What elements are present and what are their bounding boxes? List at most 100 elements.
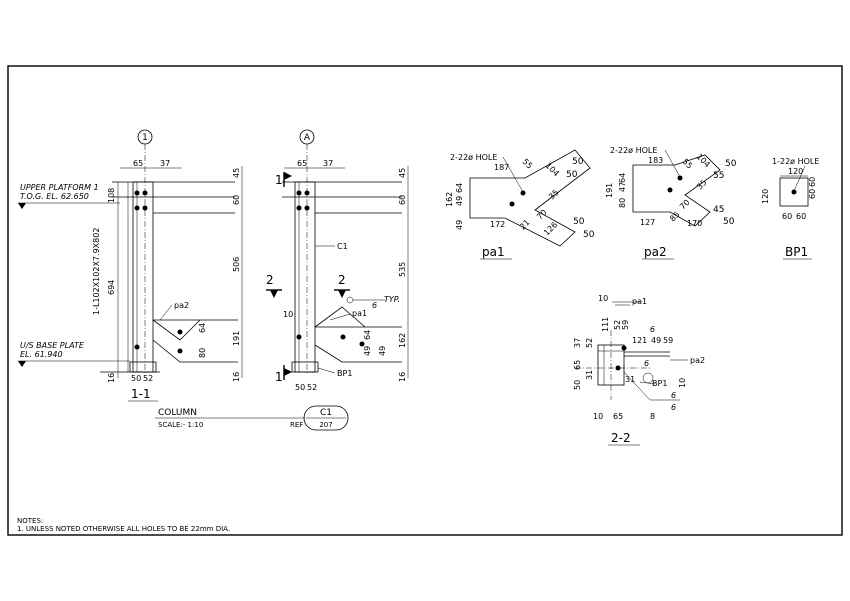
dim-text: 21 — [518, 218, 532, 232]
grid-bubble-a-label: A — [304, 133, 311, 143]
dim-text: 506 — [232, 257, 241, 272]
dim-text: 10 — [598, 294, 608, 303]
dim-text: 535 — [398, 262, 407, 277]
bp1-title: BP1 — [785, 245, 808, 259]
dim-text: 8 — [650, 412, 655, 421]
dim-text: 183 — [648, 156, 663, 165]
grid-bubble-1-label: 1 — [142, 133, 148, 143]
dim-text: 52 — [307, 383, 317, 392]
bolt — [615, 365, 621, 371]
section-mark: 1 — [275, 370, 283, 384]
ref-label: REF — [290, 421, 303, 429]
section-arrow-icon — [270, 290, 278, 298]
ref-bubble — [303, 405, 349, 431]
weld-symbol-icon — [346, 296, 354, 304]
elevation-a: A C1 pa1 6 TYP. 64 49 49 BP1 10 — [266, 129, 409, 392]
bolt — [359, 341, 365, 347]
bolt — [142, 190, 148, 196]
section-title: 2-2 — [611, 431, 631, 445]
dim-text: 49 — [363, 346, 372, 356]
dim-text: 52 — [143, 374, 153, 383]
bolt — [621, 345, 627, 351]
dim-text: 49 — [651, 336, 661, 345]
bolt-hole — [677, 175, 683, 181]
weld-leader — [623, 371, 651, 401]
level-triangle-icon — [18, 203, 26, 209]
gusset-bottom — [314, 344, 402, 363]
label-bp1: BP1 — [652, 379, 667, 388]
section-mark: 2 — [338, 273, 346, 287]
leader — [159, 304, 173, 321]
dim-text: 64 — [363, 330, 372, 340]
ref-mark: C1 — [320, 408, 332, 418]
weld-size: 6 — [372, 301, 377, 310]
dim-text: 187 — [494, 163, 509, 172]
leader — [502, 156, 524, 193]
dim-text: 172 — [490, 220, 505, 229]
dim-text: 50 — [583, 230, 595, 240]
leader — [639, 381, 656, 385]
title-block: COLUMN SCALE:- 1:10 C1 207 REF — [155, 405, 349, 431]
dim-text: 37 — [323, 159, 333, 168]
dim-text: 64 — [455, 183, 464, 193]
dim-text: 59 — [621, 320, 630, 330]
pa1-title: pa1 — [482, 245, 505, 259]
dim-text: 80 — [198, 348, 207, 358]
dim-text: 31 — [625, 375, 635, 384]
dim-text: 65 — [573, 360, 582, 370]
dim-text: 47 — [618, 182, 627, 192]
bolt-hole — [667, 187, 673, 193]
dim-text: 65 — [613, 412, 623, 421]
bp1-outline — [779, 177, 809, 207]
dim-text: 50 — [573, 217, 585, 227]
dim-text: 191 — [232, 331, 241, 346]
pa1-outline — [469, 149, 591, 247]
section-title: 1-1 — [131, 387, 151, 401]
bolt — [134, 190, 140, 196]
level-markers: UPPER PLATFORM 1 T.O.G. EL. 62.650 U/S B… — [18, 183, 130, 367]
dim-text: 60 — [398, 195, 407, 205]
pa2-outline — [632, 154, 721, 227]
bolt — [296, 190, 302, 196]
dim-text: 64 — [198, 323, 207, 333]
dim-text: 37 — [160, 159, 170, 168]
weld-size: 6 — [671, 391, 676, 400]
gusset-edge — [314, 306, 366, 328]
bolt — [134, 344, 140, 350]
member-label: 1-L102X102X7.9X802 — [92, 228, 101, 315]
bp1-hole-label: 1-22ø HOLE — [772, 157, 819, 166]
title-scale: SCALE:- 1:10 — [158, 421, 203, 429]
bolt — [177, 329, 183, 335]
dim-text: 50 — [572, 157, 584, 167]
dim-text: 49 — [455, 220, 464, 230]
level-tog: T.O.G. EL. 62.650 — [20, 192, 89, 201]
gusset-edge — [152, 319, 201, 341]
dim-text: 50 — [295, 383, 305, 392]
plate-bp1: 1-22ø HOLE 120 120 60 60 60 60 BP1 — [761, 157, 819, 260]
dim-text: 64 — [618, 173, 627, 183]
dim-text: 50 — [573, 380, 582, 390]
notes-heading: NOTES: — [17, 517, 43, 525]
bolt — [142, 205, 148, 211]
dim-text: 120 — [788, 167, 803, 176]
dim-text: 50 — [723, 217, 735, 227]
typ-label: TYP. — [384, 295, 400, 304]
dim-text: 16 — [232, 372, 241, 382]
bolt — [340, 334, 346, 340]
dim-text: 80 — [618, 198, 627, 208]
column-angle — [132, 181, 154, 373]
leader — [793, 165, 806, 192]
section-mark: 2 — [266, 273, 274, 287]
dim-text: 10 — [593, 412, 603, 421]
leader — [664, 149, 681, 178]
bolt — [134, 205, 140, 211]
dim-text: 55 — [521, 157, 535, 171]
dim-text: 108 — [107, 188, 116, 203]
notes-line-1: 1. UNLESS NOTED OTHERWISE ALL HOLES TO B… — [17, 525, 230, 533]
dim-text: 162 — [445, 192, 454, 207]
bolt-hole — [520, 190, 526, 196]
title-column: COLUMN — [158, 408, 197, 418]
dim-text: 65 — [297, 159, 307, 168]
bolt — [304, 190, 310, 196]
